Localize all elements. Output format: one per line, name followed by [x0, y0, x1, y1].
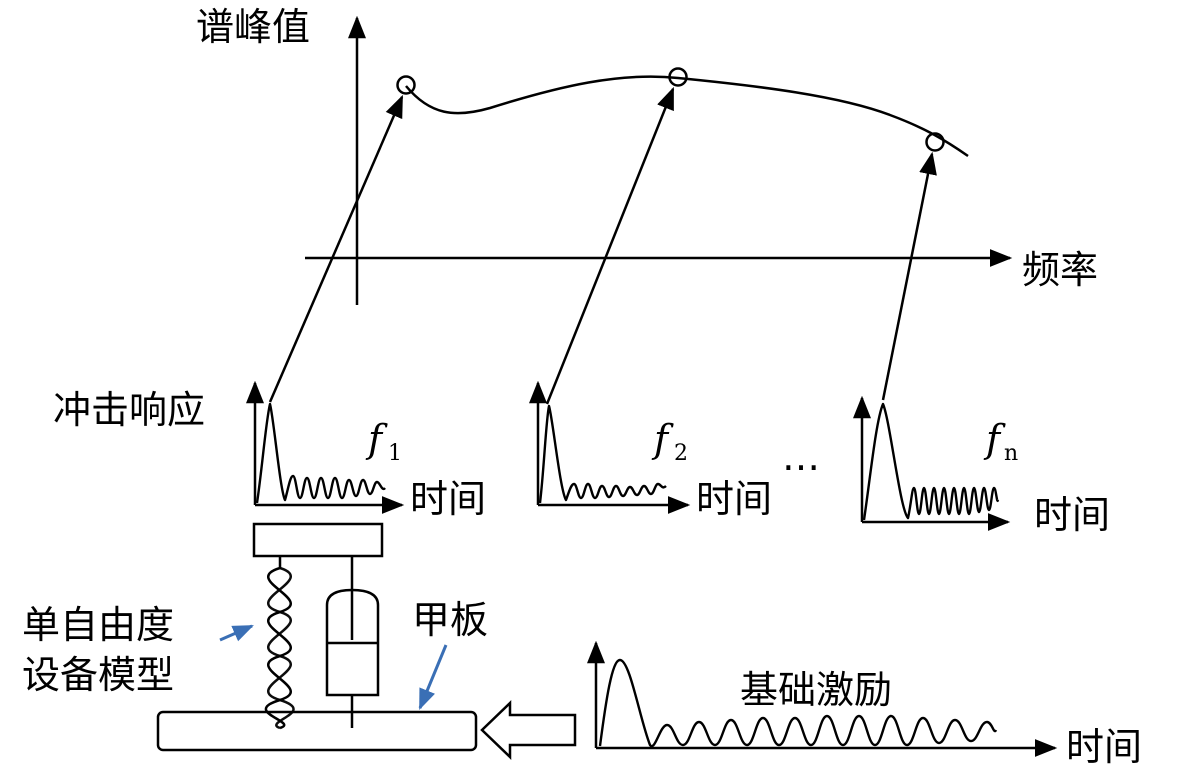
- model-label-line2: 设备模型: [22, 653, 174, 697]
- response-1-freq-symbol: f: [365, 417, 388, 461]
- response-2-freq-subscript: 2: [674, 441, 688, 466]
- model-spring-front: [267, 566, 295, 730]
- response-n-waveform: [862, 402, 1000, 521]
- deck-label: 甲板: [412, 598, 488, 642]
- excitation-input-arrow: [480, 700, 577, 760]
- ellipsis: …: [782, 435, 820, 479]
- excitation-plot: 基础激励 时间: [587, 640, 1142, 769]
- spectrum-y-label: 谱峰值: [196, 5, 310, 49]
- excitation-title: 基础激励: [740, 668, 892, 712]
- map-arrow-n: [881, 151, 937, 401]
- spectrum-peak-point-1: [396, 75, 416, 95]
- response-plot-1: 冲击响应 f 1 时间: [53, 380, 486, 521]
- response-2-time-label: 时间: [696, 477, 772, 521]
- spectrum-curve: [405, 75, 969, 158]
- model-mass-block: [252, 522, 384, 558]
- excitation-time-label: 时间: [1066, 725, 1142, 769]
- response-1-waveform: [255, 402, 386, 504]
- response-1-title: 冲击响应: [53, 388, 205, 432]
- spectrum-plot: 谱峰值 频率: [196, 5, 1098, 305]
- response-n-time-label: 时间: [1034, 493, 1110, 537]
- response-2-freq-symbol: f: [651, 417, 674, 461]
- response-n-freq-symbol: f: [983, 417, 1006, 461]
- response-2-waveform: [538, 404, 667, 504]
- map-arrow-2: [545, 86, 675, 405]
- response-1-time-label: 时间: [410, 477, 486, 521]
- spectrum-peak-point-n: [925, 132, 945, 152]
- sdof-model: 单自由度 设备模型 甲板: [22, 522, 577, 760]
- deck-pointer-arrow: [418, 644, 448, 710]
- map-arrow-1: [268, 94, 404, 403]
- spectrum-peak-point-2: [668, 67, 688, 87]
- deck-plate: [156, 710, 478, 752]
- model-label-line1: 单自由度: [22, 603, 174, 647]
- excitation-waveform: [598, 658, 998, 748]
- response-n-freq-subscript: n: [1004, 441, 1018, 466]
- response-plot-n: f n 时间: [853, 395, 1110, 537]
- model-damper-cylinder: [325, 588, 380, 697]
- spectrum-x-label: 频率: [1022, 248, 1098, 292]
- response-1-freq-subscript: 1: [388, 441, 402, 466]
- response-plot-2: f 2 时间: [529, 380, 772, 521]
- model-pointer-arrow: [219, 624, 254, 642]
